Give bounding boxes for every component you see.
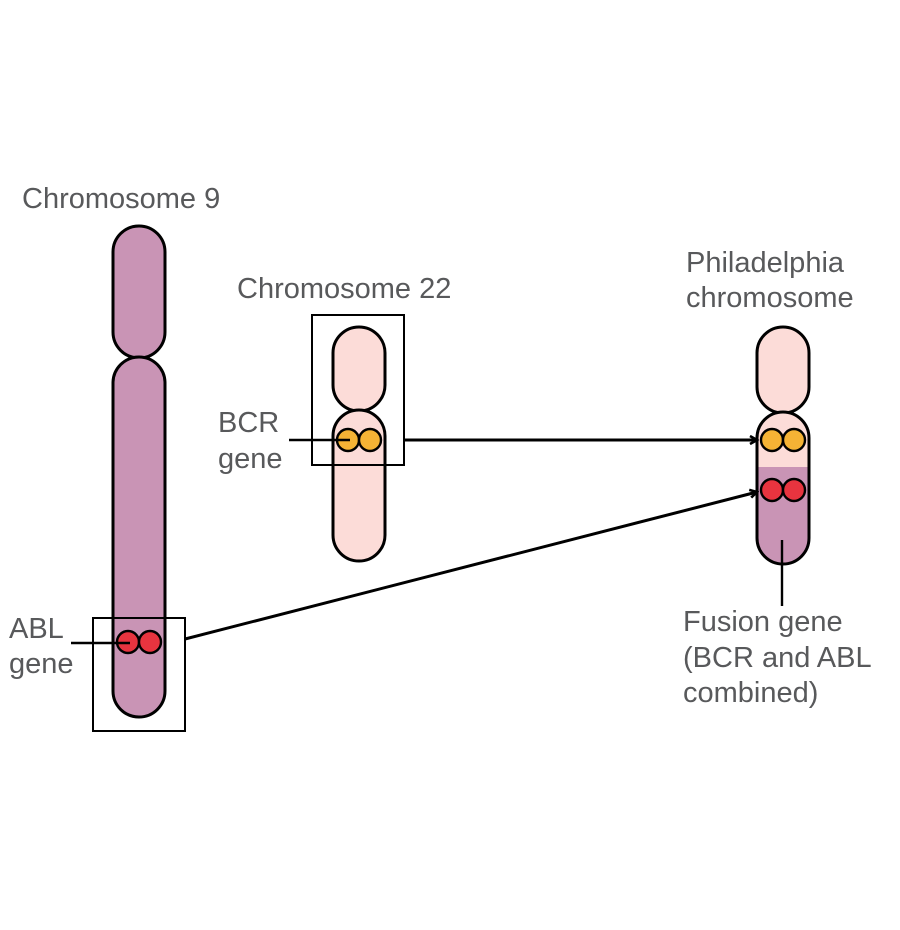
chromosome-22-short-arm [331, 325, 387, 413]
chromosome-9-short-arm [111, 224, 167, 360]
fusion-label-line2: (BCR and ABL [683, 642, 872, 674]
fusion-label-line1: Fusion gene [683, 606, 843, 638]
bcr-label-line2: gene [218, 443, 283, 475]
abl-label-line1: ABL [9, 613, 64, 645]
abl-label-line2: gene [9, 648, 74, 680]
bcr-highlight-box [311, 314, 405, 466]
chromosome-9-long-arm [111, 355, 167, 719]
chromosome-9 [111, 224, 167, 719]
fusion-abl-marker [759, 477, 807, 503]
fusion-bcr-marker [759, 427, 807, 453]
philadelphia-chromosome [755, 325, 811, 566]
abl-translocation-arrow [184, 492, 757, 641]
fusion-label-line3: combined) [683, 677, 818, 709]
abl-highlight-box [92, 617, 186, 732]
philadelphia-title-line1: Philadelphia [686, 247, 845, 279]
chromosome-22-title: Chromosome 22 [237, 273, 451, 305]
philadelphia-title-line2: chromosome [686, 282, 854, 314]
chromosome-22 [331, 325, 387, 563]
chromosome-9-title: Chromosome 9 [22, 183, 220, 215]
bcr-label-line1: BCR [218, 407, 279, 439]
philadelphia-short-arm [755, 325, 811, 415]
